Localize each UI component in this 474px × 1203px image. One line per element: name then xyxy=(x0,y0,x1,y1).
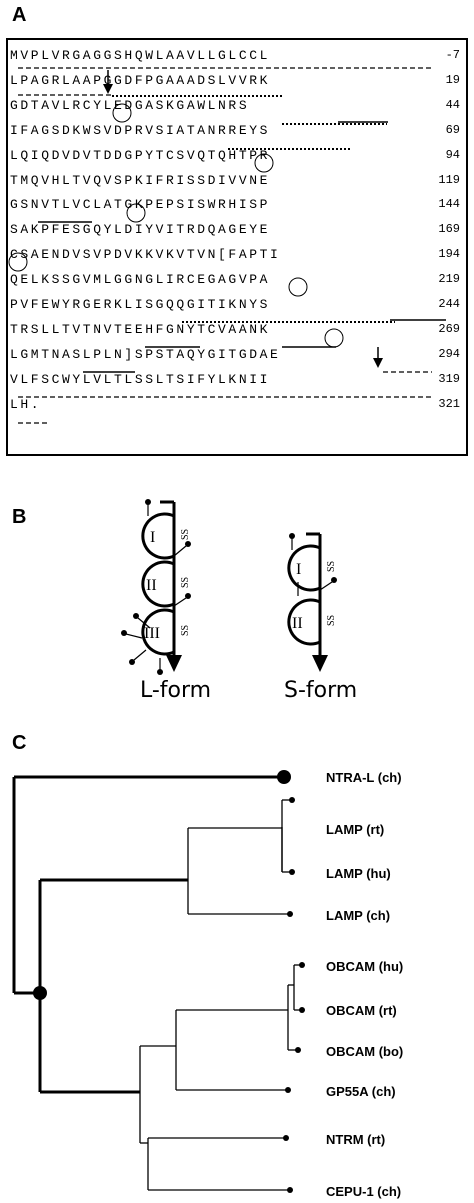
residue-number: -7 xyxy=(445,48,460,62)
sequence-text: GSNVTLVCLATGKPEPSISWRHISP xyxy=(10,197,271,213)
sequence-row: IFAGSDKWSVDPRVSIATANRREYS 69 xyxy=(10,123,460,147)
sequence-box xyxy=(6,38,468,456)
sequence-row: GSNVTLVCLATGKPEPSISWRHISP 144 xyxy=(10,197,460,221)
residue-number: 219 xyxy=(438,272,460,287)
sequence-row: LH. 321 xyxy=(10,397,460,421)
sequence-text: TRSLLTVTNVTEEHFGNYTCVAANK xyxy=(10,321,271,337)
cysteine-circle xyxy=(254,153,274,173)
taxon-label: CEPU-1 (ch) xyxy=(326,1184,402,1199)
l-ss-2: SS xyxy=(180,577,191,588)
sequence-text: LQIQDVDVTDDGPYTCSVQTQHTPR xyxy=(10,147,271,163)
taxon-label: GP55A (ch) xyxy=(326,1084,396,1099)
sequence-text: CSAENDVSVPDVKKVKVTVN[FAPTI xyxy=(10,247,281,263)
sequence-text: SAKPFESGQYLDIYVITRDQAGEYE xyxy=(10,222,271,238)
s-form-label: S-form xyxy=(284,678,358,703)
sequence-row: MVPLVRGAGGSHQWLAAVLLGLCCL -7 xyxy=(10,48,460,72)
l-domain-3: III xyxy=(144,625,160,642)
sequence-text: TMQVHLTVQVSPKIFRISSDIVVNE xyxy=(10,172,271,188)
cysteine-circle xyxy=(8,252,28,272)
cysteine-circle xyxy=(112,103,132,123)
panel-label-b: B xyxy=(12,506,27,528)
cysteine-circle xyxy=(324,328,344,348)
sequence-text: VLFSCWYLVLTLSSLTSIFYLKNII xyxy=(10,371,271,387)
sequence-text: PVFEWYRGERKLISGQQGITIKNYS xyxy=(10,297,271,312)
residue-number: 194 xyxy=(438,247,460,262)
sequence-row: QELKSSGVMLGGNGLIRCEGAGVPA 219 xyxy=(10,272,460,296)
residue-number: 169 xyxy=(438,222,460,237)
sequence-text: LH. xyxy=(10,396,42,412)
cysteine-circle xyxy=(288,277,308,297)
l-domain-1: I xyxy=(150,529,155,546)
taxon-label: LAMP (ch) xyxy=(326,908,391,923)
cleavage-arrow-head xyxy=(103,84,113,94)
l-form-label: L-form xyxy=(140,678,212,703)
s-form-diagram: I II SS SS xyxy=(287,532,337,672)
residue-number: 19 xyxy=(445,72,460,87)
sequence-row: LQIQDVDVTDDGPYTCSVQTQHTPR 94 xyxy=(10,148,460,172)
sequence-row: GDTAVLRCYLEDGASKGAWLNRS 44 xyxy=(10,98,460,122)
domain-diagram: I II III SS SS SS I II SS SS xyxy=(121,499,337,675)
sequence-annotations xyxy=(8,67,446,424)
residue-number: 119 xyxy=(438,172,460,187)
sequence-text: MVPLVRGAGGSHQWLAAVLLGLCCL xyxy=(10,48,271,63)
sequence-text: GDTAVLRCYLEDGASKGAWLNRS xyxy=(10,97,250,113)
tip-node-ntra xyxy=(277,770,291,784)
residue-number: 321 xyxy=(438,396,460,411)
gpi-arrow-head xyxy=(373,358,383,368)
sequence-text: IFAGSDKWSVDPRVSIATANRREYS xyxy=(10,122,271,138)
sequence-text: QELKSSGVMLGGNGLIRCEGAGVPA xyxy=(10,272,271,288)
residue-number: 69 xyxy=(445,122,460,137)
residue-number: 244 xyxy=(438,297,460,311)
sequence-row: TRSLLTVTNVTEEHFGNYTCVAANK 269 xyxy=(10,322,460,346)
residue-number: 144 xyxy=(438,197,460,212)
sequence-row: LGMTNASLPLN]SPSTAQYGITGDAE 294 xyxy=(10,347,460,371)
residue-number: 44 xyxy=(445,97,460,112)
residue-number: 269 xyxy=(438,321,460,336)
taxon-label: OBCAM (rt) xyxy=(326,1003,397,1018)
l-domain-2: II xyxy=(146,577,157,594)
residue-number: 94 xyxy=(445,147,460,162)
s-ss-1: SS xyxy=(326,561,337,572)
sequence-row: TMQVHLTVQVSPKIFRISSDIVVNE 119 xyxy=(10,173,460,197)
s-ss-2: SS xyxy=(326,615,337,626)
residue-number: 319 xyxy=(438,371,460,386)
sequence-text: LGMTNASLPLN]SPSTAQYGITGDAE xyxy=(10,346,281,362)
taxon-label: LAMP (rt) xyxy=(326,822,385,837)
cysteine-circle xyxy=(126,203,146,223)
s-domain-1: I xyxy=(296,561,301,578)
sequence-row: VLFSCWYLVLTLSSLTSIFYLKNII 319 xyxy=(10,372,460,396)
sequence-row: PVFEWYRGERKLISGQQGITIKNYS 244 xyxy=(10,297,460,321)
root-node xyxy=(33,986,47,1000)
sequence-row: LPAGRLAAPGGDFPGAAADSLVVRK 19 xyxy=(10,73,460,97)
sequence-text: LPAGRLAAPGGDFPGAAADSLVVRK xyxy=(10,72,271,88)
l-form-diagram: I II III SS SS SS xyxy=(121,499,191,675)
l-ss-3: SS xyxy=(180,625,191,636)
taxon-label: OBCAM (hu) xyxy=(326,959,404,974)
taxon-label: NTRA-L (ch) xyxy=(326,770,402,785)
residue-number: 294 xyxy=(438,346,460,361)
panel-label-c: C xyxy=(12,732,27,754)
sequence-row: CSAENDVSVPDVKKVKVTVN[FAPTI 194 xyxy=(10,247,460,271)
sequence-row: SAKPFESGQYLDIYVITRDQAGEYE 169 xyxy=(10,222,460,246)
panel-label-a: A xyxy=(12,4,27,26)
l-ss-1: SS xyxy=(180,529,191,540)
s-domain-2: II xyxy=(292,615,303,632)
taxon-label: LAMP (hu) xyxy=(326,866,391,881)
taxon-label: NTRM (rt) xyxy=(326,1132,386,1147)
taxon-label: OBCAM (bo) xyxy=(326,1044,404,1059)
